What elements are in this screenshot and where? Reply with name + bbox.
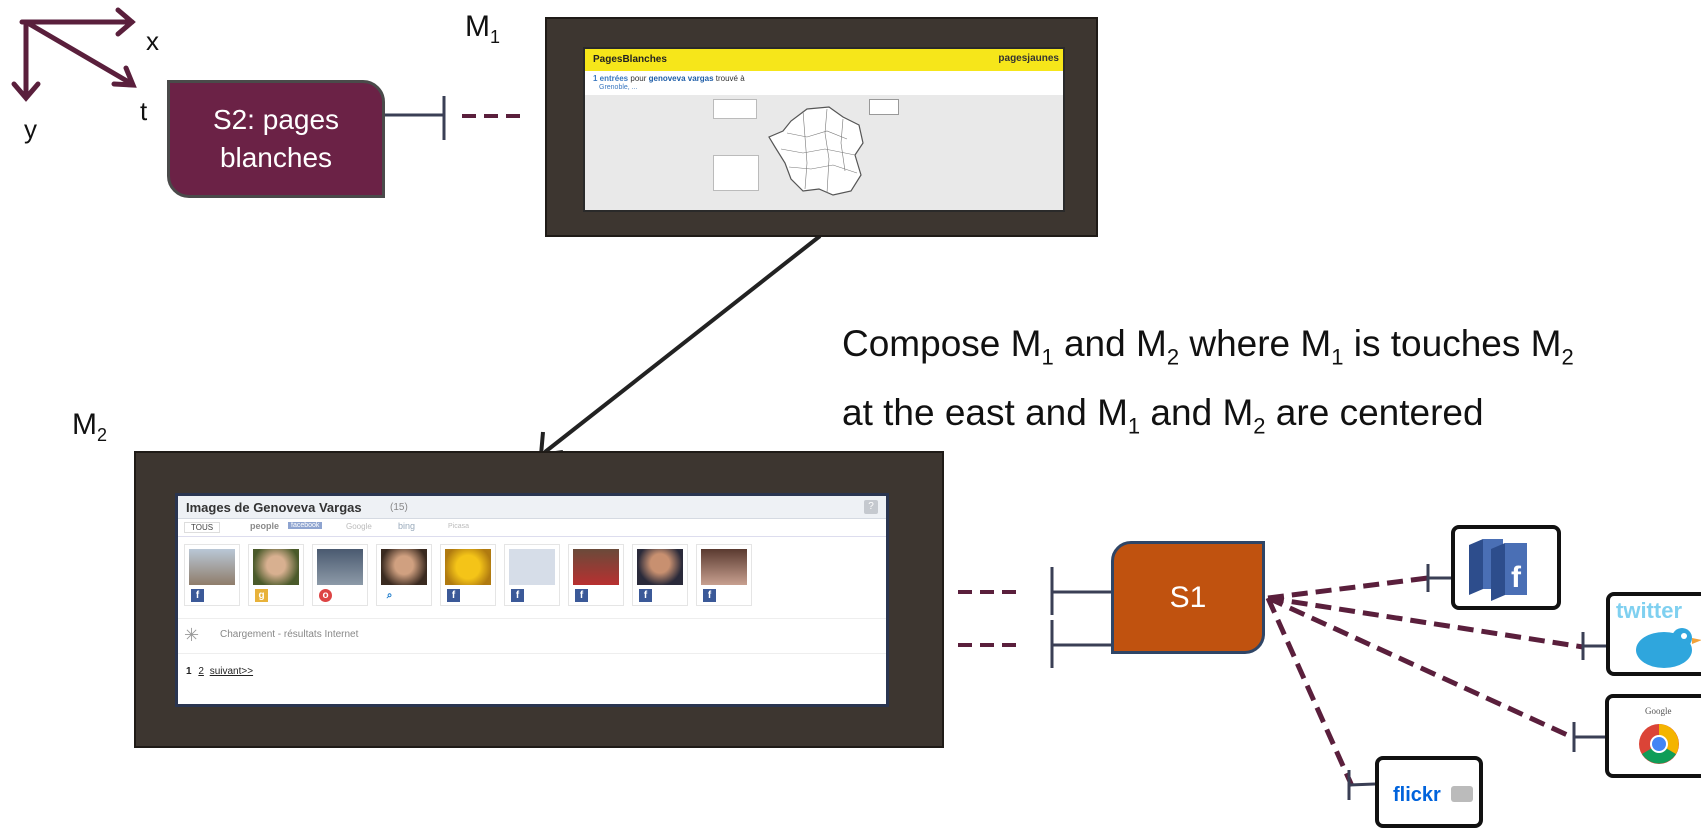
s2-pages-blanches-node[interactable]: S2: pages blanches — [167, 80, 385, 198]
m1-brand-right: pagesjaunes — [998, 53, 1059, 64]
camera-icon — [1451, 786, 1473, 802]
subscript: 1 — [1127, 413, 1141, 439]
tab-facebook[interactable]: facebook — [288, 522, 323, 529]
tab-tous[interactable]: TOUS — [184, 522, 221, 533]
twitter-service[interactable]: twitter — [1606, 592, 1701, 676]
image-result[interactable]: f — [184, 544, 240, 606]
subscript: 1 — [1041, 344, 1054, 370]
flickr-service[interactable]: flickr — [1375, 756, 1483, 828]
help-icon[interactable]: ? — [864, 500, 878, 514]
picasa-icon: o — [319, 589, 332, 602]
m1-brand-left: PagesBlanches — [593, 54, 667, 65]
m2-count: (15) — [390, 502, 408, 513]
chrome-icon — [1639, 724, 1679, 764]
pager-next[interactable]: suivant>> — [209, 666, 254, 677]
loading-spinner-icon: ✳ — [184, 625, 200, 645]
m2-screenshot: Images de Genoveva Vargas (15) ? TOUS pe… — [175, 493, 889, 707]
pager: 1 2 suivant>> — [186, 666, 253, 677]
axis-y-label: y — [24, 114, 37, 144]
m1-header-bar: PagesBlanches pagesjaunes — [585, 49, 1063, 71]
m1-map-area — [585, 95, 1063, 210]
axis-x-label: x — [146, 26, 159, 56]
tab-google[interactable]: Google — [346, 522, 372, 531]
subscript: 2 — [1166, 344, 1180, 370]
caption-line2: at the east and M1 and M2 are centered — [842, 392, 1484, 439]
facebook-service[interactable]: f — [1451, 525, 1561, 610]
axis-t-arrow — [23, 19, 135, 87]
m1-inset-box — [869, 99, 899, 115]
flickr-logo-text: flickr — [1393, 784, 1441, 806]
facebook-icon: f — [511, 589, 524, 602]
m1-screenshot: PagesBlanches pagesjaunes 1 entrées pour… — [583, 47, 1065, 212]
pager-current: 1 — [186, 666, 192, 677]
m2-tabs: TOUS people facebook Google bing Picasa — [178, 519, 886, 537]
caption-line1: Compose M1 and M2 where M1 is touches M2 — [842, 323, 1574, 370]
image-result[interactable]: g — [248, 544, 304, 606]
subscript: 2 — [1253, 413, 1266, 439]
image-result[interactable]: f — [568, 544, 624, 606]
m1-result-city: Grenoble, ... — [599, 84, 638, 91]
google-icon: g — [255, 589, 268, 602]
bing-search-icon: ⌕ — [383, 589, 396, 602]
s1-label: S1 — [1169, 580, 1207, 614]
tab-picasa[interactable]: Picasa — [448, 523, 470, 530]
m2-frame: Images de Genoveva Vargas (15) ? TOUS pe… — [134, 451, 944, 748]
twitter-bird-icon — [1636, 628, 1701, 668]
m2-header: Images de Genoveva Vargas (15) ? — [178, 496, 886, 519]
axis-t-label: t — [140, 96, 148, 126]
facebook-icon: f — [191, 589, 204, 602]
facebook-icon: f — [639, 589, 652, 602]
loading-text: Chargement - résultats Internet — [220, 629, 359, 640]
m2-title: Images de Genoveva Vargas — [186, 500, 362, 515]
image-result[interactable]: f — [632, 544, 688, 606]
twitter-logo-text: twitter — [1616, 598, 1682, 623]
m1-frame: PagesBlanches pagesjaunes 1 entrées pour… — [545, 17, 1098, 237]
facebook-icon: f — [703, 589, 716, 602]
loading-row: ✳ Chargement - résultats Internet — [178, 618, 886, 654]
m1-label: M1 — [465, 10, 501, 47]
s1-node[interactable]: S1 — [1111, 541, 1265, 654]
subscript: 2 — [1561, 344, 1574, 370]
facebook-icon: f — [447, 589, 460, 602]
image-result[interactable]: f — [440, 544, 496, 606]
tab-people[interactable]: people — [250, 521, 280, 531]
m1-stats-box — [713, 155, 759, 191]
subscript: 1 — [1331, 344, 1344, 370]
image-result[interactable]: f — [504, 544, 560, 606]
svg-text:f: f — [1511, 561, 1522, 594]
pager-page-2[interactable]: 2 — [198, 666, 204, 677]
facebook-icon: f — [575, 589, 588, 602]
composition-caption: Compose M1 and M2 where M1 is touches M2… — [842, 316, 1574, 455]
facebook-icon: f — [1469, 539, 1527, 601]
s2-line1: S2: pages — [212, 104, 340, 135]
s2-line2: blanches — [219, 142, 333, 173]
m1-result-line: 1 entrées pour genoveva vargas trouvé à — [593, 74, 745, 83]
m1-legend-box — [713, 99, 757, 119]
image-result[interactable]: ⌕ — [376, 544, 432, 606]
france-map — [768, 106, 864, 196]
tab-bing[interactable]: bing — [398, 521, 416, 531]
google-chrome-service[interactable]: Google — [1605, 694, 1701, 778]
google-label: Google — [1645, 706, 1672, 716]
compose-arrow — [543, 234, 822, 454]
m2-label: M2 — [72, 408, 108, 445]
image-result[interactable]: f — [696, 544, 752, 606]
image-result[interactable]: o — [312, 544, 368, 606]
